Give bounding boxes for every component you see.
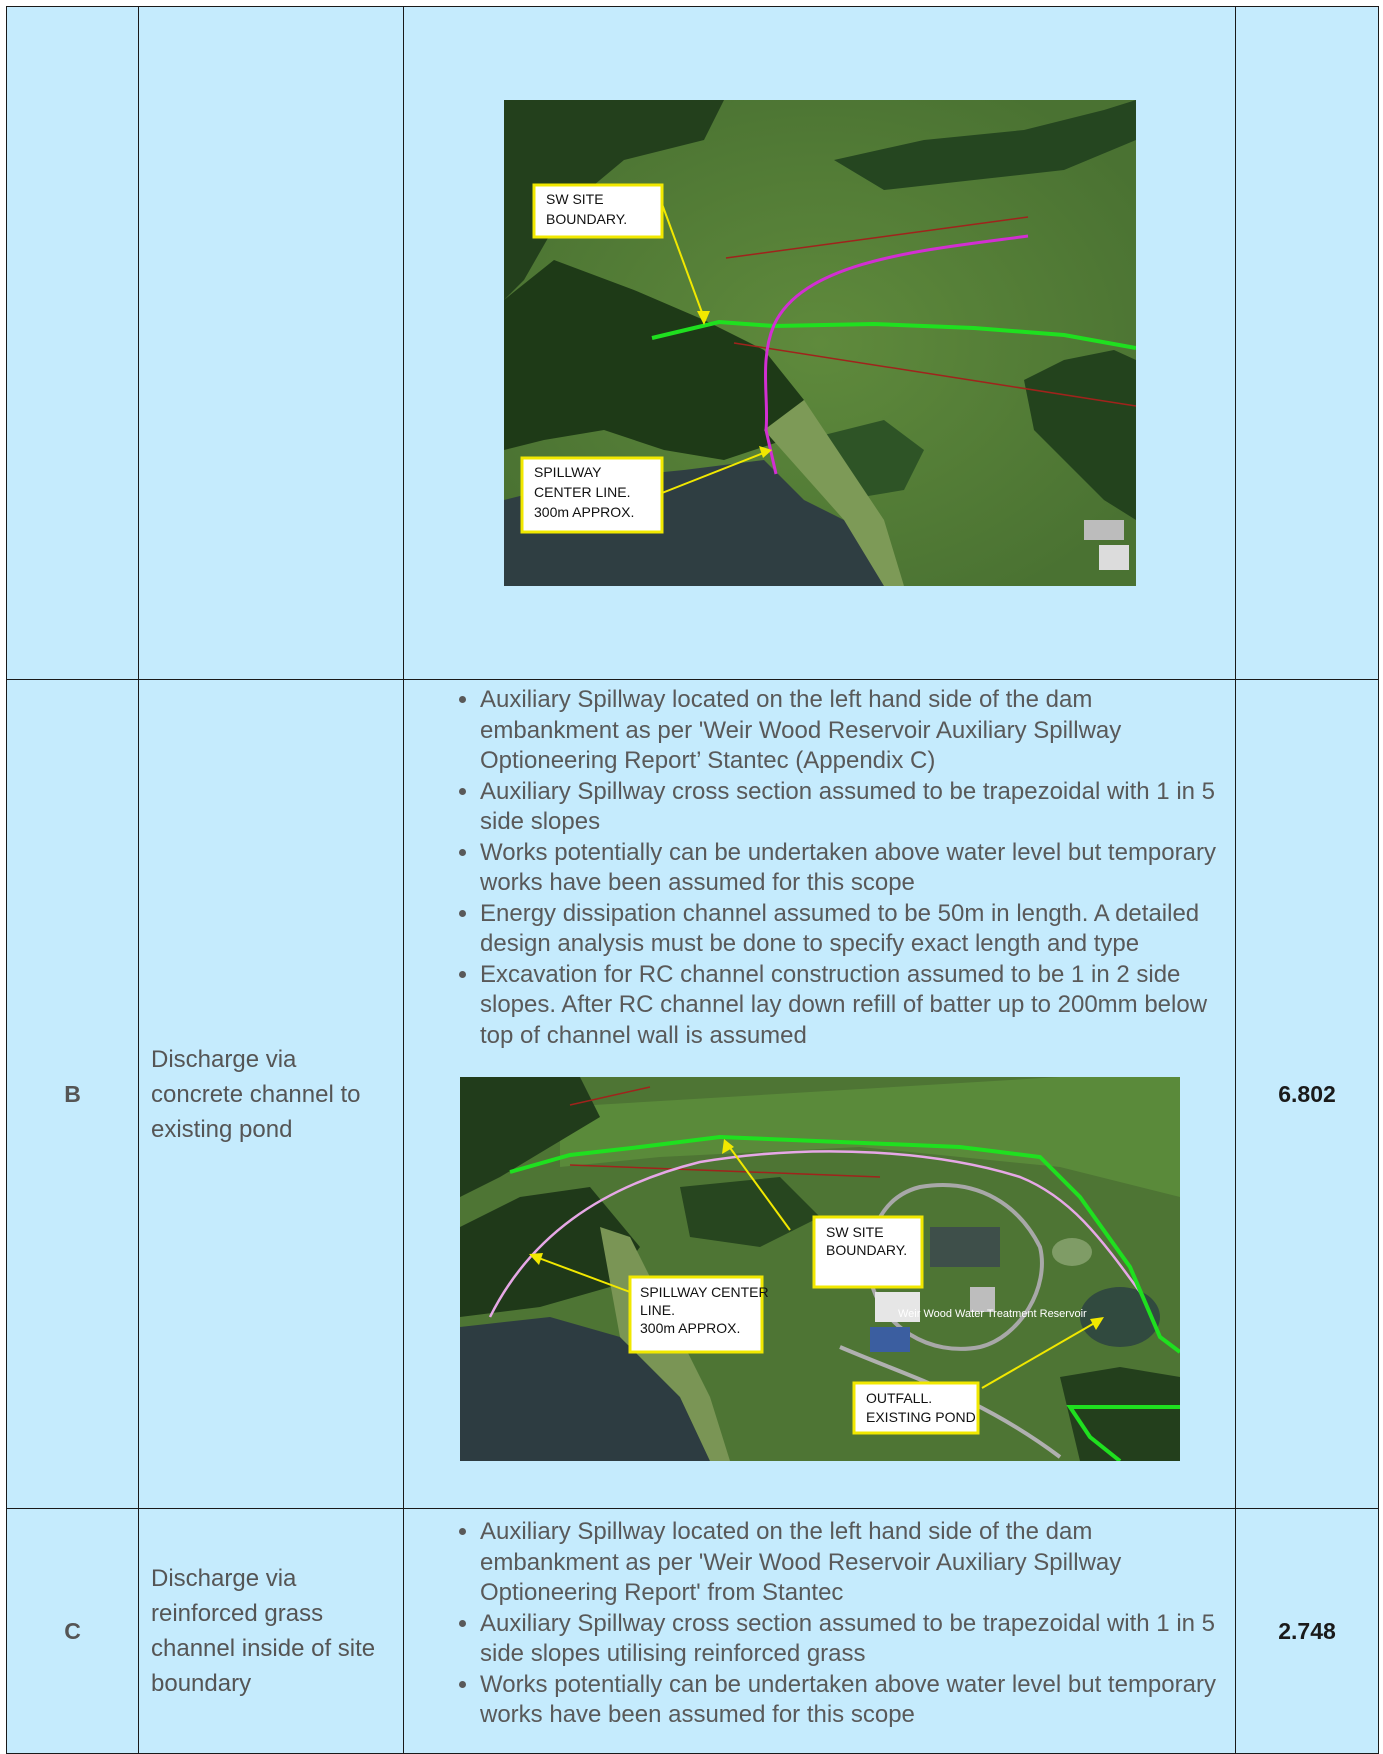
svg-text:SPILLWAY: SPILLWAY: [534, 464, 602, 480]
list-item: Works potentially can be undertaken abov…: [480, 1670, 1235, 1731]
table-row: C Discharge via reinforced grass channel…: [6, 1508, 1379, 1754]
option-cell: [6, 6, 139, 680]
cost-cell: [1235, 6, 1379, 680]
option-cell: C: [6, 1508, 139, 1754]
svg-text:SW SITE: SW SITE: [546, 191, 604, 207]
description-cell: Discharge via reinforced grass channel i…: [138, 1508, 404, 1754]
description-cell: Discharge via concrete channel to existi…: [138, 679, 404, 1509]
assumptions-list: Auxiliary Spillway located on the left h…: [404, 1517, 1235, 1731]
spillway-map-a: SW SITE BOUNDARY. SPILLWAY CENTER LINE. …: [503, 100, 1136, 586]
description-cell: [138, 6, 404, 680]
svg-text:CENTER LINE.: CENTER LINE.: [534, 484, 630, 500]
svg-text:LINE.: LINE.: [640, 1302, 675, 1318]
details-cell: Auxiliary Spillway located on the left h…: [403, 1508, 1236, 1754]
svg-text:EXISTING POND: EXISTING POND: [866, 1409, 976, 1425]
svg-text:SW SITE: SW SITE: [826, 1224, 884, 1240]
svg-text:300m APPROX.: 300m APPROX.: [534, 504, 634, 520]
table-row: B Discharge via concrete channel to exis…: [6, 679, 1379, 1509]
svg-text:OUTFALL.: OUTFALL.: [866, 1390, 932, 1406]
label-spillway-center-line: SPILLWAY CENTER LINE. 300m APPROX.: [628, 1275, 769, 1354]
svg-text:BOUNDARY.: BOUNDARY.: [826, 1242, 907, 1258]
label-sw-site-boundary: SW SITE BOUNDARY.: [532, 183, 663, 239]
list-item: Auxiliary Spillway located on the left h…: [480, 1517, 1235, 1609]
place-label: Weir Wood Water Treatment Reservoir: [898, 1308, 1087, 1320]
cost-cell: 2.748: [1235, 1508, 1379, 1754]
label-sw-site-boundary: SW SITE BOUNDARY.: [812, 1215, 923, 1289]
assumptions-list: Auxiliary Spillway located on the left h…: [404, 685, 1235, 1051]
options-table: SW SITE BOUNDARY. SPILLWAY CENTER LINE. …: [6, 6, 1379, 1754]
spillway-map-b: Weir Wood Water Treatment Reservoir SW S…: [459, 1077, 1180, 1461]
label-spillway-center-line: SPILLWAY CENTER LINE. 300m APPROX.: [520, 456, 663, 534]
list-item: Auxiliary Spillway cross section assumed…: [480, 777, 1235, 838]
list-item: Excavation for RC channel construction a…: [480, 960, 1235, 1052]
list-item: Energy dissipation channel assumed to be…: [480, 899, 1235, 960]
list-item: Auxiliary Spillway located on the left h…: [480, 685, 1235, 777]
list-item: Works potentially can be undertaken abov…: [480, 838, 1235, 899]
table-row: SW SITE BOUNDARY. SPILLWAY CENTER LINE. …: [6, 6, 1379, 680]
svg-text:BOUNDARY.: BOUNDARY.: [546, 211, 627, 227]
svg-text:SPILLWAY CENTER: SPILLWAY CENTER: [640, 1284, 769, 1300]
cost-cell: 6.802: [1235, 679, 1379, 1509]
option-cell: B: [6, 679, 139, 1509]
svg-text:300m APPROX.: 300m APPROX.: [640, 1320, 740, 1336]
list-item: Auxiliary Spillway cross section assumed…: [480, 1609, 1235, 1670]
details-cell: Auxiliary Spillway located on the left h…: [403, 679, 1236, 1509]
details-cell: SW SITE BOUNDARY. SPILLWAY CENTER LINE. …: [403, 6, 1236, 680]
label-outfall-existing-pond: OUTFALL. EXISTING POND: [852, 1381, 979, 1435]
